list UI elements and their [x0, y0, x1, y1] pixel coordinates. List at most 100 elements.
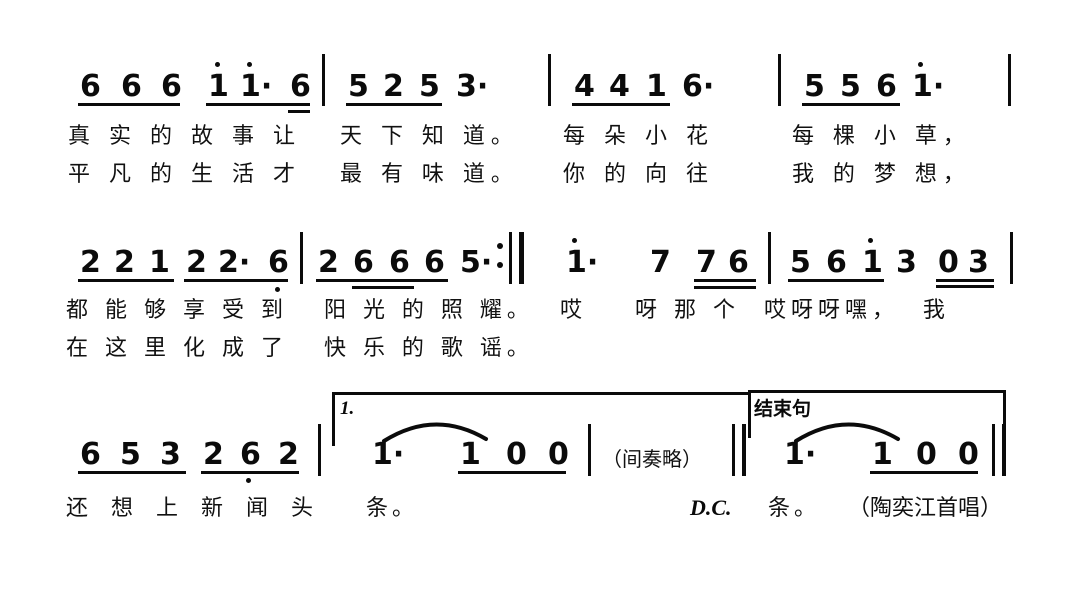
- note-r1m4: 1·: [912, 69, 945, 104]
- note-r1m1: 6: [161, 69, 182, 104]
- octave-dot-low-icon: [246, 478, 251, 483]
- lyrics-ending-2: 条。: [768, 496, 821, 521]
- beam-line: [870, 471, 978, 474]
- barline: [778, 54, 781, 106]
- beam-line-secondary: [694, 286, 756, 289]
- note-r2m1: 2·: [218, 245, 251, 280]
- lyrics-ending-1: 条。: [366, 496, 419, 521]
- barline: [300, 232, 303, 284]
- volta-1-bracket-top: [332, 392, 750, 395]
- beam-line: [78, 103, 180, 106]
- lyrics-verse1: 都 能 够 享 受 到 阳 光 的 照 耀。: [66, 298, 534, 323]
- note-r1m1: 6: [290, 69, 311, 104]
- note-r2m2: 6: [389, 245, 410, 280]
- note-r2m4: 3: [968, 245, 989, 280]
- note-r2m1: 2: [186, 245, 207, 280]
- repeat-barline-thin: [509, 232, 512, 284]
- note-r3m2: 0: [548, 437, 569, 472]
- note-r1m1: 1·: [240, 69, 273, 104]
- note-r1m2: 3·: [456, 69, 489, 104]
- barline: [1008, 54, 1011, 106]
- note-r2m1: 1: [149, 245, 170, 280]
- note-r2m3: 6: [728, 245, 749, 280]
- lyrics-refrain: 哎 呀 那 个 哎呀呀嘿， 我: [560, 298, 950, 323]
- beam-line: [206, 103, 310, 106]
- note-r2m2: 6: [353, 245, 374, 280]
- beam-line-secondary: [288, 110, 310, 113]
- volta-2-bracket-right: [1003, 390, 1006, 438]
- note-r3m1: 6: [240, 437, 261, 472]
- beam-line: [936, 279, 994, 282]
- volta-2-label: 结束句: [754, 398, 812, 420]
- beam-line: [78, 471, 186, 474]
- system-1: 6 6 6 1 1· 6 5 2 5 3· 4 4 1 6· 5 5 6 1·: [0, 0, 1080, 200]
- note-r2m4: 1: [862, 245, 883, 280]
- note-r2m2: 2: [318, 245, 339, 280]
- note-r1m2: 5: [419, 69, 440, 104]
- beam-line: [184, 279, 288, 282]
- barline: [1010, 232, 1013, 284]
- repeat-barline-thick: [519, 232, 524, 284]
- note-r2m4: 5: [790, 245, 811, 280]
- note-r3m3: 1·: [784, 437, 817, 472]
- note-r3m1: 5: [120, 437, 141, 472]
- octave-dot-high-icon: [572, 238, 577, 243]
- note-r1m3: 6·: [682, 69, 715, 104]
- beam-line: [458, 471, 566, 474]
- dc-marking: D.C.: [690, 495, 732, 520]
- lyrics-verse1: 还 想 上 新 闻 头: [66, 496, 321, 521]
- octave-dot-high-icon: [918, 62, 923, 67]
- repeat-dot-icon: [497, 243, 503, 249]
- note-r1m3: 4: [574, 69, 595, 104]
- note-r2m4: 3: [896, 245, 917, 280]
- note-r2m1: 2: [80, 245, 101, 280]
- repeat-dot-icon: [497, 262, 503, 268]
- note-r2m4: 0: [938, 245, 959, 280]
- interlude-annotation: （间奏略）: [602, 447, 702, 471]
- beam-line: [572, 103, 670, 106]
- final-barline-thick: [1002, 424, 1006, 476]
- beam-line: [788, 279, 884, 282]
- beam-line-secondary: [352, 286, 414, 289]
- note-r3m3: 0: [916, 437, 937, 472]
- note-r3m2: 0: [506, 437, 527, 472]
- note-r1m1: 6: [80, 69, 101, 104]
- note-r2m2: 6: [424, 245, 445, 280]
- note-r1m1: 1: [208, 69, 229, 104]
- note-r3m3: 0: [958, 437, 979, 472]
- double-barline: [732, 424, 735, 476]
- note-r3m2: 1: [460, 437, 481, 472]
- volta-2-bracket-left: [748, 390, 751, 438]
- lyrics-verse2-cont: 你 的 向 往 我 的 梦 想，: [563, 162, 971, 187]
- volta-1-number: 1.: [340, 398, 355, 419]
- beam-line: [201, 471, 299, 474]
- note-r1m2: 5: [348, 69, 369, 104]
- system-2: 2 2 1 2 2· 6 2 6 6 6 5· 1· 7 7 6 5 6: [66, 232, 1013, 360]
- note-r3m3: 1: [872, 437, 893, 472]
- note-r2m2: 5·: [460, 245, 493, 280]
- note-r3m1: 6: [80, 437, 101, 472]
- barline: [588, 424, 591, 476]
- lyrics-verse1-cont: 每 朵 小 花 每 棵 小 草，: [563, 124, 971, 149]
- note-r2m3: 1·: [566, 245, 599, 280]
- lyrics-verse1: 真 实 的 故 事 让 天 下 知 道。: [68, 124, 519, 149]
- double-barline: [742, 424, 746, 476]
- note-r3m1: 2: [278, 437, 299, 472]
- lyrics-verse2: 平 凡 的 生 活 才 最 有 味 道。: [68, 162, 519, 187]
- barline: [548, 54, 551, 106]
- final-barline-thin: [992, 424, 995, 476]
- note-r3m1: 2: [203, 437, 224, 472]
- barline: [322, 54, 325, 106]
- note-r2m3: 7: [696, 245, 717, 280]
- beam-line: [346, 103, 442, 106]
- note-r2m4: 6: [826, 245, 847, 280]
- barline: [768, 232, 771, 284]
- note-r2m1: 6: [268, 245, 289, 280]
- barline: [318, 424, 321, 476]
- note-r1m4: 5: [840, 69, 861, 104]
- octave-dot-high-icon: [215, 62, 220, 67]
- note-r3m1: 3: [160, 437, 181, 472]
- credit-text: （陶奕江首唱）: [848, 496, 1003, 521]
